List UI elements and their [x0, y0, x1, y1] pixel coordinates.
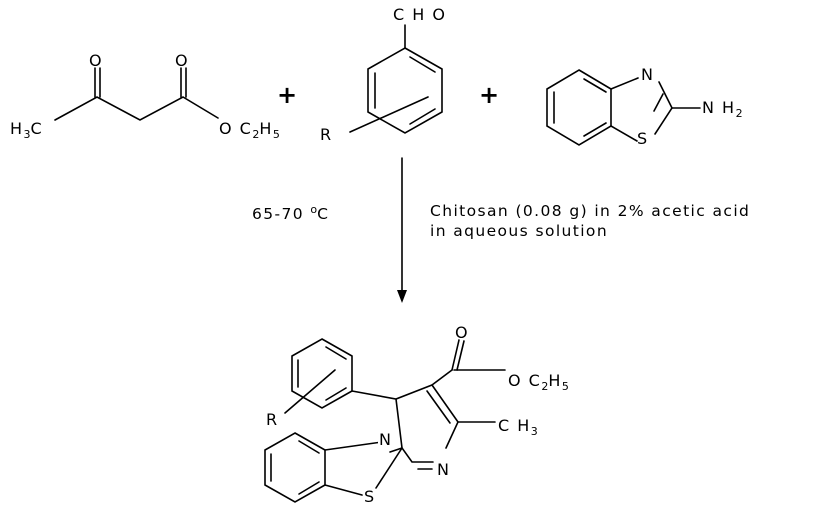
methyl-label: H3C [10, 119, 43, 141]
catalyst-condition-line-1: Chitosan (0.08 g) in 2% acetic acid [430, 202, 750, 220]
product-benzo-ring [264, 432, 326, 503]
product-benzo-inner-bond-2 [298, 440, 320, 454]
r-group-label: R [320, 125, 333, 144]
product-ethoxy-label: O C2H5 [508, 371, 569, 393]
product-n-bridgehead-bg [378, 428, 392, 446]
plus-sign-2: + [479, 81, 499, 109]
product-r-substituent-bond [284, 369, 336, 414]
r-substituent-bond [349, 96, 429, 133]
formyl-label: C H O [393, 5, 446, 24]
ethyl-acetoacetate-structure: O O H3C O C2H5 [10, 51, 280, 141]
product-aryl-inner-bond-2 [325, 387, 347, 401]
product-benzo-inner-bond-3 [298, 481, 320, 495]
product-carbonyl-bond-b [456, 340, 465, 371]
product-aryl-inner-bond-1 [325, 346, 347, 360]
thiazole-double-bond [653, 93, 664, 112]
product-carbonyl-bond-a [451, 339, 460, 371]
product-aryl-ring [291, 338, 353, 409]
product-structure: R O O C2H5 C H3 N N S [264, 323, 569, 506]
benzaldehyde-ring [367, 47, 443, 134]
benzaldehyde-structure: C H O R [320, 5, 446, 144]
benzaldehyde-inner-bond-1 [409, 56, 436, 73]
product-carbonyl-oxygen-label: O [455, 323, 469, 342]
product-r-group-label: R [266, 410, 279, 429]
product-ring-nitrogen-label: N [437, 460, 450, 479]
product-bridgehead-nitrogen-label: N [379, 430, 392, 449]
benzaldehyde-inner-bond-2 [409, 108, 436, 125]
ketone-oxygen-label: O [89, 51, 103, 70]
catalyst-condition-line-2: in aqueous solution [430, 222, 608, 240]
ethoxy-label: O C2H5 [219, 119, 280, 141]
aminobenzothiazole-benzene-ring [546, 69, 612, 146]
ketoester-bonds [54, 96, 219, 121]
product-ester-bond [431, 369, 453, 386]
reaction-arrow [397, 157, 407, 303]
product-sulfur-label: S [364, 487, 376, 506]
aminobenzothiazole-structure: N S N H2 [546, 65, 743, 148]
reaction-arrow-head [397, 290, 407, 303]
thiazole-nitrogen-label: N [641, 65, 654, 84]
amino-label: N H2 [702, 98, 743, 120]
thiazole-sulfur-label: S [637, 129, 649, 148]
product-methyl-label: C H3 [498, 416, 538, 438]
ester-carbonyl-oxygen-label: O [175, 51, 189, 70]
temperature-condition: 65-70 oC [252, 203, 329, 223]
aminobenzothiazole-inner-bond-3 [583, 122, 607, 137]
plus-sign-1: + [277, 81, 297, 109]
product-c5-c6-double-bond [426, 390, 451, 424]
product-thiazole-bonds [324, 441, 403, 496]
aminobenzothiazole-inner-bond-2 [583, 78, 607, 93]
product-pyrimidine-bonds [351, 384, 459, 463]
